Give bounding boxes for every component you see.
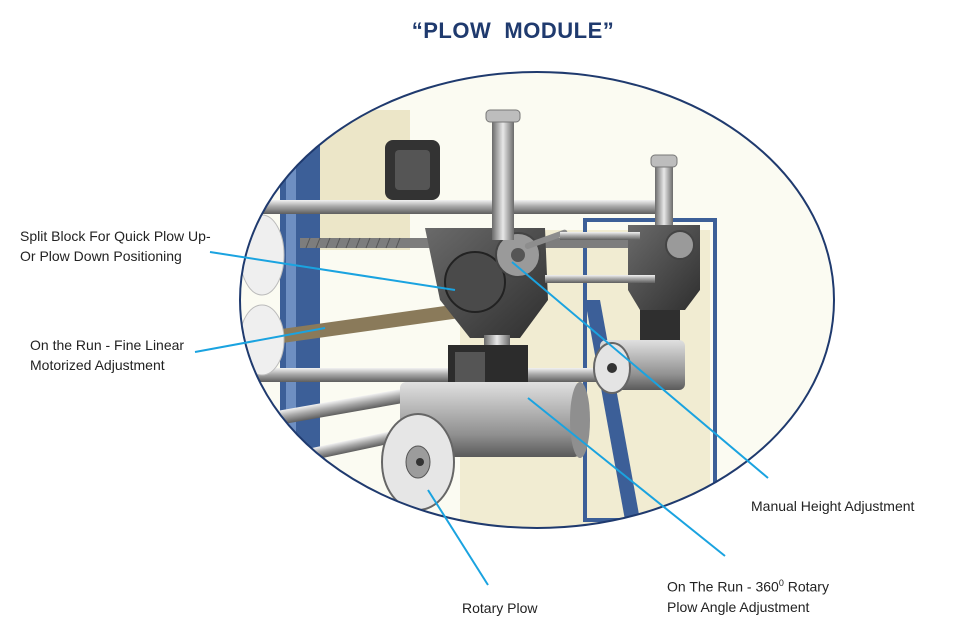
split-block-leader-line (209, 251, 456, 291)
callout-fine-linear-line1: On the Run - Fine Linear (30, 337, 185, 353)
callout-rotary-angle: On The Run - 3600 Rotary Plow Angle Adju… (667, 573, 829, 617)
callout-fine-linear-line2: Motorized Adjustment (30, 357, 165, 373)
callout-fine-linear: On the Run - Fine Linear Motorized Adjus… (30, 335, 184, 375)
fine-linear-leader-line (194, 327, 326, 353)
callout-manual-height: Manual Height Adjustment (751, 498, 915, 514)
callout-split-block: Split Block For Quick Plow Up- Or Plow D… (20, 226, 211, 266)
callout-rotary-angle-line2: Plow Angle Adjustment (667, 598, 810, 615)
callout-rotary-plow: Rotary Plow (462, 600, 538, 616)
rotary-plow-leader-line (427, 489, 489, 586)
callout-rotary-angle-line1: On The Run - 3600 Rotary (667, 578, 829, 595)
manual-height-leader-line (511, 261, 769, 479)
photo-frame-ellipse (239, 71, 835, 529)
page-title: “PLOW MODULE” (411, 18, 615, 43)
callout-split-block-line1: Split Block For Quick Plow Up- (20, 228, 211, 244)
machine-photo (240, 72, 834, 528)
rotary-angle-leader-line (527, 397, 726, 557)
callout-split-block-line2: Or Plow Down Positioning (20, 248, 182, 264)
